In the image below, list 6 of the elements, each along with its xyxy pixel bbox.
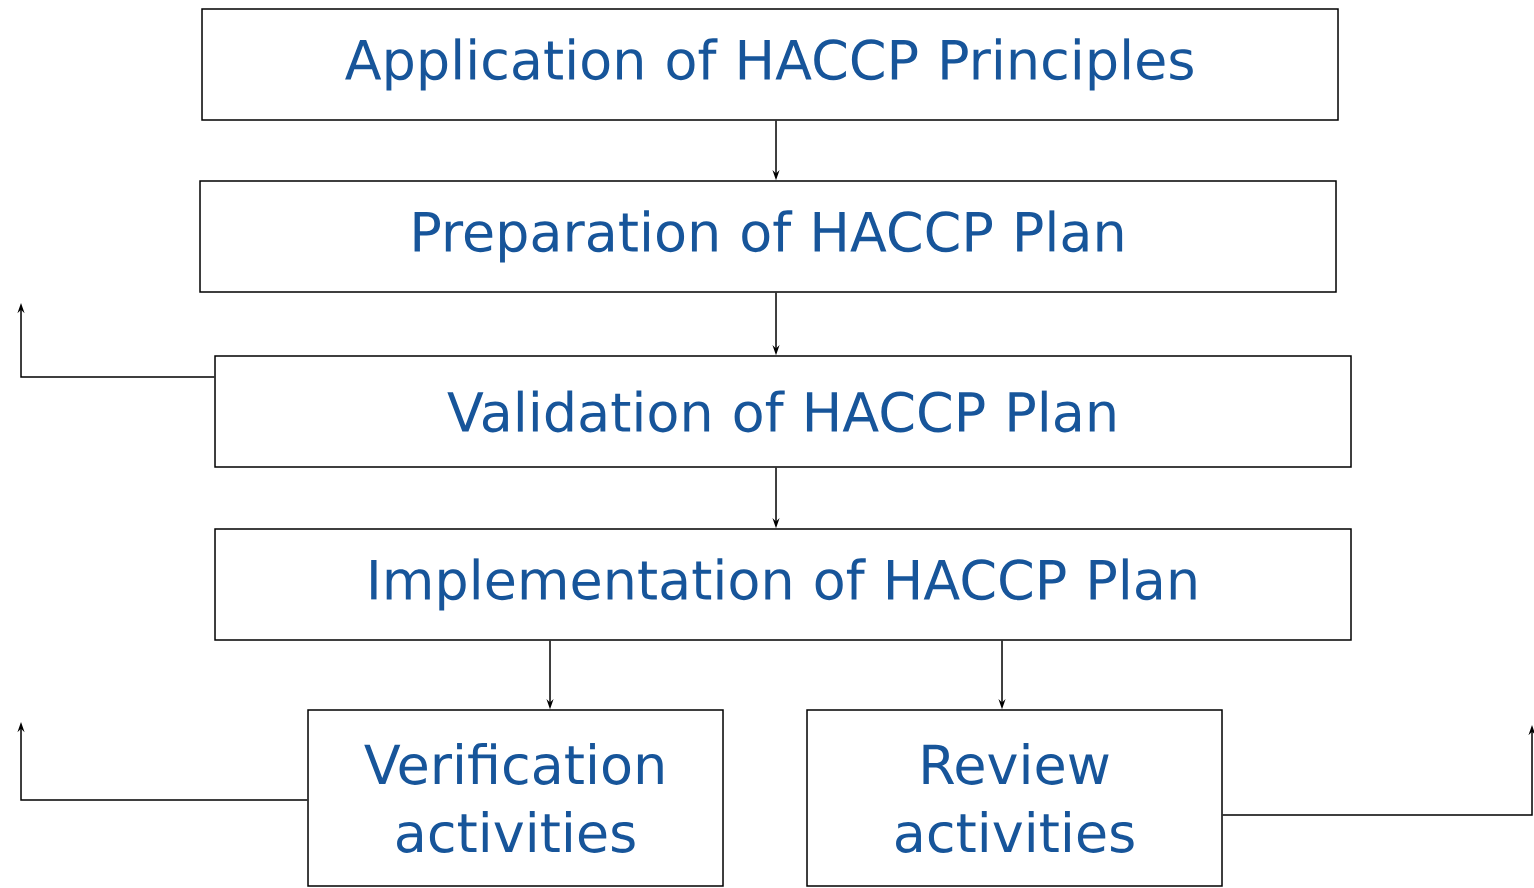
- process-box: Implementation of HACCP Plan: [214, 528, 1352, 641]
- process-box: Verification activities: [307, 709, 724, 887]
- process-box: Review activities: [806, 709, 1223, 887]
- process-box: Validation of HACCP Plan: [214, 355, 1352, 468]
- process-box: Preparation of HACCP Plan: [199, 180, 1337, 293]
- process-box: Application of HACCP Principles: [201, 8, 1339, 121]
